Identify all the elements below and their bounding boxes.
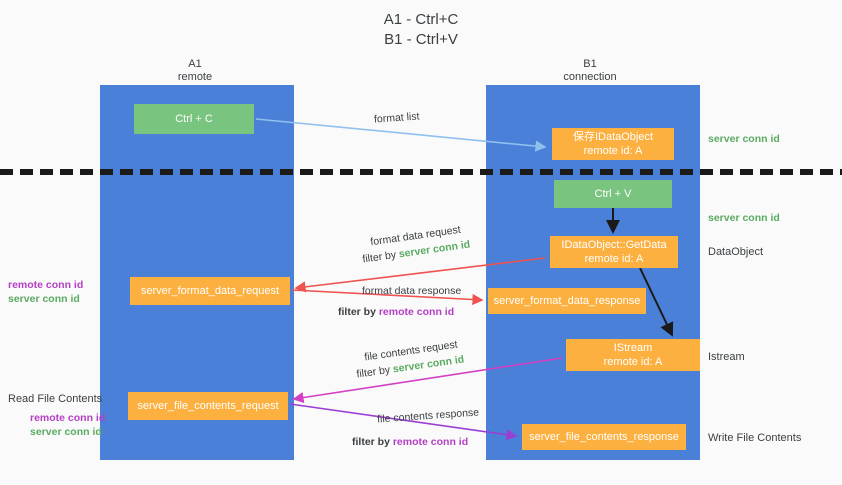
phase-divider: [0, 169, 842, 175]
label-server-conn-id-second: server conn id: [708, 212, 780, 224]
page-title: A1 - Ctrl+C B1 - Ctrl+V: [383, 11, 459, 48]
label-format-data-response: format data response: [362, 285, 462, 297]
label-filter-by-remote-conn-id-format: filter by remote conn id: [338, 305, 454, 319]
node-ctrl-v[interactable]: Ctrl + V: [554, 180, 672, 208]
label-filter-by-remote-conn-id-file: filter by remote conn id: [352, 435, 468, 449]
node-ctrl-c[interactable]: Ctrl + C: [134, 104, 254, 134]
edge-file-contents-request: [292, 357, 563, 404]
node-server-file-contents-response[interactable]: server_file_contents_response: [522, 424, 686, 450]
remote-conn-id-label: remote conn id: [30, 412, 106, 424]
label-write-file-contents: Write File Contents: [708, 432, 802, 444]
node-istream[interactable]: IStream remote id: A: [566, 339, 700, 371]
label-read-file-contents: Read File Contents: [8, 393, 103, 405]
node-server-file-contents-request[interactable]: server_file_contents_request: [128, 392, 288, 420]
edge-file-contents-response: [289, 403, 518, 441]
edge-format-data-request: [294, 257, 546, 293]
column-header-b1: B1 connection: [563, 58, 617, 83]
node-server-format-data-response[interactable]: server_format_data_response: [488, 288, 646, 314]
server-conn-id-label: server conn id: [8, 293, 80, 305]
conn-id-pair-file: remote conn id server conn id: [30, 411, 105, 439]
label-istream: Istream: [708, 351, 745, 363]
node-idataobject-getdata[interactable]: IDataObject::GetData remote id: A: [550, 236, 678, 268]
remote-conn-id-text: remote conn id: [378, 306, 455, 318]
server-conn-id-label: server conn id: [30, 426, 102, 438]
label-server-conn-id-top: server conn id: [708, 133, 780, 145]
edge-format-list: [255, 118, 547, 152]
label-dataobject: DataObject: [708, 246, 764, 258]
edge-getdata-to-istream: [639, 267, 674, 337]
node-save-idataobject[interactable]: 保存IDataObject remote id: A: [552, 128, 674, 160]
column-header-a1: A1 remote: [177, 58, 213, 83]
remote-conn-id-text: remote conn id: [392, 436, 469, 448]
node-server-format-data-request[interactable]: server_format_data_request: [130, 277, 290, 305]
conn-id-pair-format: remote conn id server conn id: [8, 278, 83, 306]
filter-by-text: filter by: [338, 306, 379, 318]
remote-conn-id-label: remote conn id: [8, 279, 84, 291]
filter-by-text: filter by: [352, 436, 393, 448]
edge-format-data-response: [291, 289, 484, 306]
